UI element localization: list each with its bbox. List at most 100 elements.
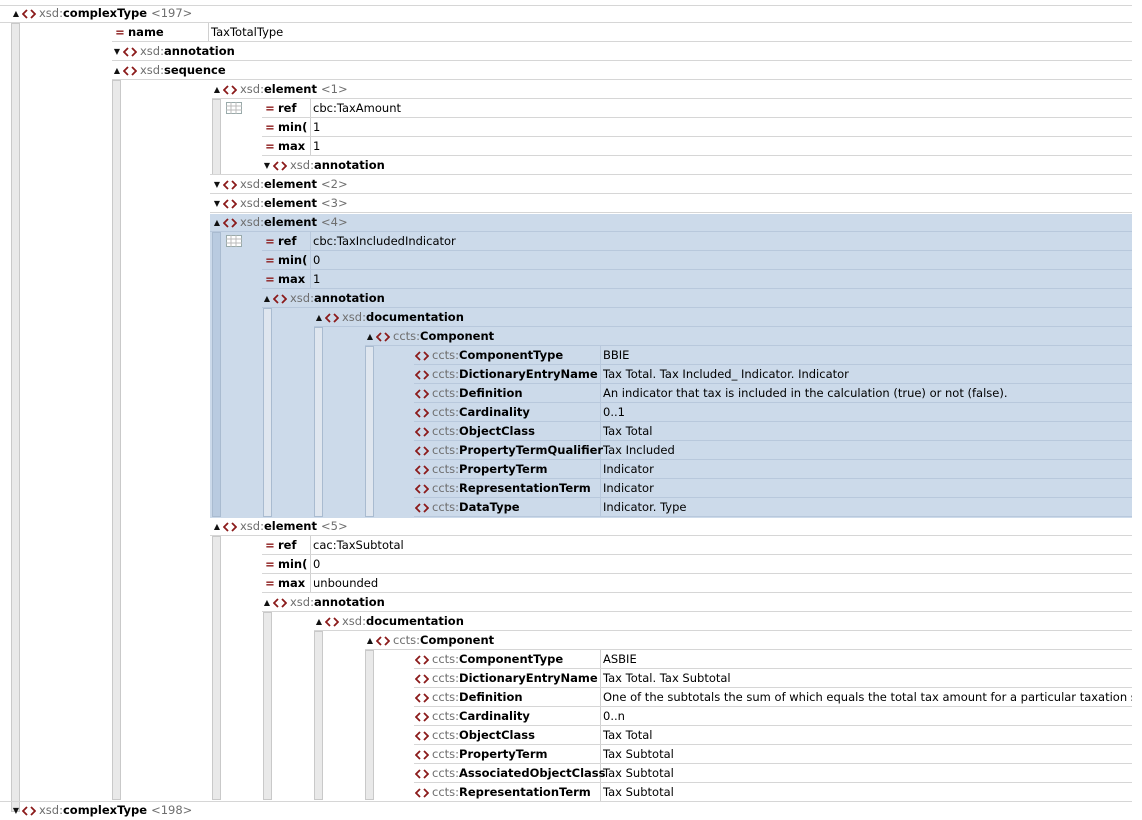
component-field-value[interactable]: Tax Included	[603, 443, 675, 457]
component-field-value[interactable]: Indicator	[603, 481, 654, 495]
collapse-triangle-icon[interactable]: ▲	[213, 522, 221, 531]
element-4-component-node[interactable]: ▲ ccts:Component	[365, 327, 494, 346]
component-field-definition[interactable]: ccts:Definition	[414, 688, 523, 707]
component-field-value[interactable]: Indicator	[603, 462, 654, 476]
maxoccurs-value[interactable]: 1	[313, 139, 321, 153]
collapse-triangle-icon[interactable]: ▲	[366, 332, 374, 341]
attribute-icon: =	[265, 557, 275, 571]
complextype-198-node[interactable]: ▼ xsd:complexType<198>	[11, 801, 192, 820]
component-field-componenttype[interactable]: ccts:ComponentType	[414, 650, 563, 669]
component-field-representationterm[interactable]: ccts:RepresentationTerm	[414, 783, 591, 802]
component-field-definition[interactable]: ccts:Definition	[414, 384, 523, 403]
component-field-objectclass[interactable]: ccts:ObjectClass	[414, 422, 535, 441]
tree-rail[interactable]	[212, 536, 221, 800]
component-field-value[interactable]: Tax Subtotal	[603, 766, 674, 780]
expand-triangle-icon[interactable]: ▼	[12, 806, 20, 815]
tree-rail[interactable]	[212, 232, 221, 517]
element-1-annotation-node[interactable]: ▼ xsd:annotation	[262, 156, 385, 175]
ref-value[interactable]: cac:TaxSubtotal	[313, 538, 404, 552]
tree-rail[interactable]	[365, 650, 374, 800]
minoccurs-value[interactable]: 0	[313, 253, 321, 267]
maxoccurs-value[interactable]: 1	[313, 272, 321, 286]
collapse-triangle-icon[interactable]: ▲	[213, 85, 221, 94]
element-tag-icon	[414, 768, 430, 779]
tree-rail[interactable]	[263, 308, 272, 517]
component-field-cardinality[interactable]: ccts:Cardinality	[414, 403, 530, 422]
tree-rail[interactable]	[263, 612, 272, 800]
expand-triangle-icon[interactable]: ▼	[263, 161, 271, 170]
component-field-value[interactable]: Tax Total	[603, 728, 653, 742]
table-grid-icon[interactable]	[226, 235, 242, 247]
ref-value[interactable]: cbc:TaxAmount	[313, 101, 401, 115]
tree-rail[interactable]	[11, 23, 20, 812]
complextype-197-node[interactable]: ▲ xsd:complexType<197>	[11, 4, 192, 23]
component-field-value[interactable]: ASBIE	[603, 652, 637, 666]
element-5-annotation-node[interactable]: ▲ xsd:annotation	[262, 593, 385, 612]
element-4-documentation-node[interactable]: ▲ xsd:documentation	[314, 308, 464, 327]
collapse-triangle-icon[interactable]: ▲	[12, 9, 20, 18]
collapse-triangle-icon[interactable]: ▲	[315, 313, 323, 322]
attribute-icon: =	[265, 272, 275, 286]
component-field-value[interactable]: One of the subtotals the sum of which eq…	[603, 690, 1132, 704]
component-field-value[interactable]: Tax Subtotal	[603, 785, 674, 799]
element-2-node[interactable]: ▼ xsd:element<2>	[212, 175, 348, 194]
sequence-node[interactable]: ▲ xsd:sequence	[112, 61, 226, 80]
element-tag-icon	[414, 445, 430, 456]
component-field-value[interactable]: Tax Total	[603, 424, 653, 438]
element-4-annotation-node[interactable]: ▲ xsd:annotation	[262, 289, 385, 308]
component-field-value[interactable]: Tax Subtotal	[603, 747, 674, 761]
collapse-triangle-icon[interactable]: ▲	[113, 66, 121, 75]
component-field-objectclass[interactable]: ccts:ObjectClass	[414, 726, 535, 745]
expand-triangle-icon[interactable]: ▼	[213, 180, 221, 189]
component-field-propertytermqualifier[interactable]: ccts:PropertyTermQualifier	[414, 441, 603, 460]
collapse-triangle-icon[interactable]: ▲	[213, 218, 221, 227]
element-5-documentation-node[interactable]: ▲ xsd:documentation	[314, 612, 464, 631]
collapse-triangle-icon[interactable]: ▲	[315, 617, 323, 626]
component-field-dictionaryentryname[interactable]: ccts:DictionaryEntryName	[414, 365, 598, 384]
tree-rail[interactable]	[365, 346, 374, 517]
expand-triangle-icon[interactable]: ▼	[213, 199, 221, 208]
component-field-associatedobjectclass[interactable]: ccts:AssociatedObjectClass	[414, 764, 605, 783]
minoccurs-value[interactable]: 1	[313, 120, 321, 134]
element-tag-icon	[272, 597, 288, 608]
component-field-representationterm[interactable]: ccts:RepresentationTerm	[414, 479, 591, 498]
component-field-value[interactable]: Tax Total. Tax Included_ Indicator. Indi…	[603, 367, 849, 381]
component-field-value[interactable]: Indicator. Type	[603, 500, 687, 514]
tree-rail[interactable]	[314, 327, 323, 517]
component-field-propertyterm[interactable]: ccts:PropertyTerm	[414, 745, 548, 764]
maxoccurs-value[interactable]: unbounded	[313, 576, 379, 590]
component-field-datatype[interactable]: ccts:DataType	[414, 498, 520, 517]
ref-value[interactable]: cbc:TaxIncludedIndicator	[313, 234, 456, 248]
element-tag-icon	[272, 293, 288, 304]
component-field-propertyterm[interactable]: ccts:PropertyTerm	[414, 460, 548, 479]
component-field-value[interactable]: An indicator that tax is included in the…	[603, 386, 1008, 400]
element-1-node[interactable]: ▲ xsd:element<1>	[212, 80, 348, 99]
annotation-node[interactable]: ▼ xsd:annotation	[112, 42, 235, 61]
element-tag-icon	[272, 160, 288, 171]
element-tag-icon	[414, 502, 430, 513]
name-value[interactable]: TaxTotalType	[211, 25, 284, 39]
element-5-node[interactable]: ▲ xsd:element<5>	[212, 517, 348, 536]
component-field-value[interactable]: 0..1	[603, 405, 625, 419]
element-4-node[interactable]: ▲ xsd:element<4>	[212, 213, 348, 232]
element-3-node[interactable]: ▼ xsd:element<3>	[212, 194, 348, 213]
component-field-componenttype[interactable]: ccts:ComponentType	[414, 346, 563, 365]
component-field-value[interactable]: Tax Total. Tax Subtotal	[603, 671, 731, 685]
component-field-value[interactable]: BBIE	[603, 348, 630, 362]
collapse-triangle-icon[interactable]: ▲	[366, 636, 374, 645]
expand-triangle-icon[interactable]: ▼	[113, 47, 121, 56]
table-grid-icon[interactable]	[226, 102, 242, 114]
collapse-triangle-icon[interactable]: ▲	[263, 294, 271, 303]
row-divider	[0, 0, 1132, 6]
tree-rail[interactable]	[314, 631, 323, 800]
tree-rail[interactable]	[112, 80, 121, 800]
component-field-cardinality[interactable]: ccts:Cardinality	[414, 707, 530, 726]
minoccurs-value[interactable]: 0	[313, 557, 321, 571]
element-5-component-node[interactable]: ▲ ccts:Component	[365, 631, 494, 650]
component-field-dictionaryentryname[interactable]: ccts:DictionaryEntryName	[414, 669, 598, 688]
attribute-icon: =	[265, 101, 275, 115]
collapse-triangle-icon[interactable]: ▲	[263, 598, 271, 607]
minoccurs-attribute: =min(	[262, 251, 310, 270]
component-field-value[interactable]: 0..n	[603, 709, 625, 723]
element-tag-icon	[375, 331, 391, 342]
